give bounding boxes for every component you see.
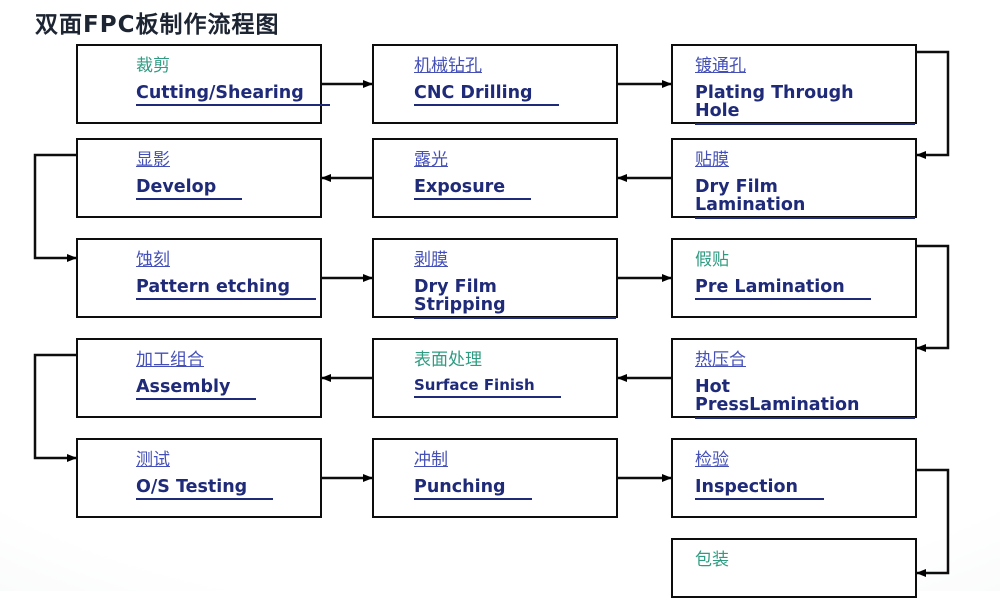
page-title: 双面FPC板制作流程图 bbox=[35, 12, 280, 38]
node-label-en: Inspection bbox=[695, 478, 825, 501]
node-label-en: Pattern etching bbox=[136, 278, 316, 301]
node-label-en: Punching bbox=[414, 478, 532, 501]
flow-connector bbox=[33, 153, 77, 262]
flow-node-os-testing: 测试 O/S Testing bbox=[76, 438, 322, 518]
node-label-en: Cutting/Shearing bbox=[136, 84, 330, 107]
node-label-zh: 冲制 bbox=[414, 450, 448, 470]
node-label-en: Exposure bbox=[414, 178, 532, 201]
node-label-zh: 测试 bbox=[136, 450, 170, 470]
node-label-en: Dry Film Stripping bbox=[414, 278, 616, 319]
node-label-zh: 热压合 bbox=[695, 350, 746, 370]
node-label-en: Develop bbox=[136, 178, 243, 201]
node-label-zh: 包装 bbox=[695, 550, 729, 570]
node-label-en: Hot PressLamination bbox=[695, 378, 915, 419]
flow-node-exposure: 露光 Exposure bbox=[372, 138, 618, 218]
flow-connector bbox=[916, 468, 950, 577]
flow-node-cutting: 裁剪 Cutting/Shearing bbox=[76, 44, 330, 124]
flow-connector bbox=[33, 353, 77, 462]
flow-node-packing: 包装 bbox=[671, 538, 917, 598]
node-label-zh: 贴膜 bbox=[695, 150, 729, 170]
node-label-zh: 机械钻孔 bbox=[414, 56, 482, 76]
flow-node-surface-finish: 表面处理 Surface Finish bbox=[372, 338, 618, 418]
node-label-zh: 表面处理 bbox=[414, 350, 482, 370]
node-label-zh: 蚀刻 bbox=[136, 250, 170, 270]
node-label-en: O/S Testing bbox=[136, 478, 274, 501]
node-label-en: CNC Drilling bbox=[414, 84, 559, 107]
flow-node-dry-film-stripping: 剥膜 Dry Film Stripping bbox=[372, 238, 618, 319]
flow-node-pre-lamination: 假贴 Pre Lamination bbox=[671, 238, 917, 318]
flow-node-punching: 冲制 Punching bbox=[372, 438, 618, 518]
node-label-en: Pre Lamination bbox=[695, 278, 871, 301]
node-label-zh: 露光 bbox=[414, 150, 448, 170]
flow-node-cnc-drilling: 机械钻孔 CNC Drilling bbox=[372, 44, 618, 124]
flow-node-develop: 显影 Develop bbox=[76, 138, 322, 218]
flow-connector bbox=[916, 244, 950, 352]
node-label-zh: 剥膜 bbox=[414, 250, 448, 270]
node-label-en: Plating Through Hole bbox=[695, 84, 915, 125]
flow-node-pattern-etching: 蚀刻 Pattern etching bbox=[76, 238, 322, 318]
node-label-zh: 显影 bbox=[136, 150, 170, 170]
flow-node-assembly: 加工组合 Assembly bbox=[76, 338, 322, 418]
node-label-zh: 镀通孔 bbox=[695, 56, 746, 76]
flow-node-inspection: 检验 Inspection bbox=[671, 438, 917, 518]
flow-node-dry-film-lamination: 贴膜 Dry Film Lamination bbox=[671, 138, 917, 219]
flow-node-hot-press-lamination: 热压合 Hot PressLamination bbox=[671, 338, 917, 419]
flow-connector bbox=[916, 50, 950, 159]
node-label-zh: 裁剪 bbox=[136, 56, 170, 76]
flow-node-plating-through-hole: 镀通孔 Plating Through Hole bbox=[671, 44, 917, 125]
node-label-zh: 检验 bbox=[695, 450, 729, 470]
node-label-en: Assembly bbox=[136, 378, 257, 401]
node-label-zh: 假贴 bbox=[695, 250, 729, 270]
node-label-en: Surface Finish bbox=[414, 377, 561, 398]
node-label-en: Dry Film Lamination bbox=[695, 178, 915, 219]
node-label-zh: 加工组合 bbox=[136, 350, 204, 370]
